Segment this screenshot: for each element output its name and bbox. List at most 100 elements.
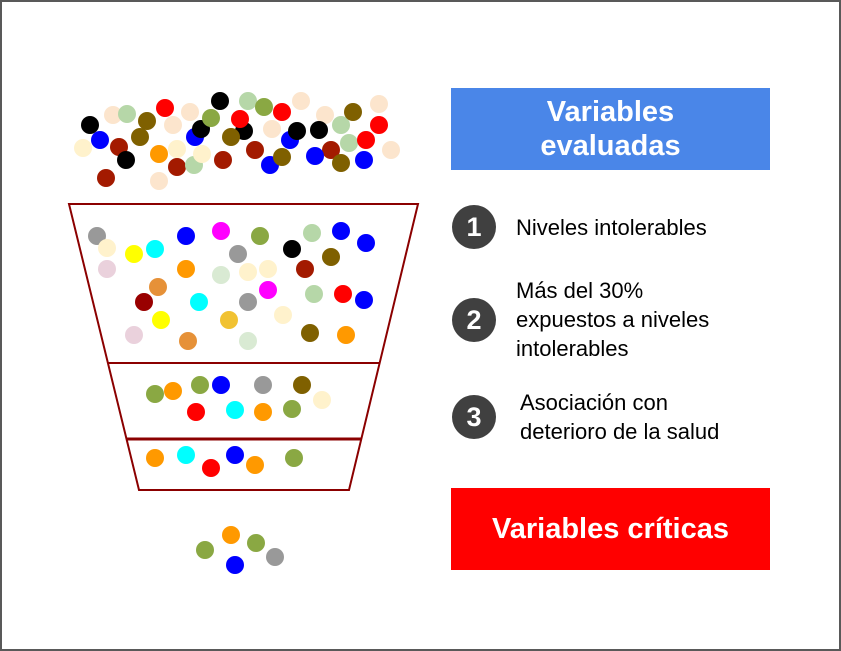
variable-dot <box>239 332 257 350</box>
variable-dot <box>88 227 106 245</box>
variable-dot <box>254 403 272 421</box>
variable-dot <box>212 266 230 284</box>
variable-dot <box>81 116 99 134</box>
variable-dot <box>357 234 375 252</box>
variable-dot <box>177 260 195 278</box>
variable-dot <box>181 103 199 121</box>
variable-dot <box>266 548 284 566</box>
variable-dot <box>332 222 350 240</box>
variable-dot <box>259 260 277 278</box>
variable-dot <box>251 227 269 245</box>
variable-dot <box>305 285 323 303</box>
variable-dot <box>118 105 136 123</box>
variable-dots <box>74 92 400 574</box>
variable-dot <box>98 239 116 257</box>
variable-dot <box>164 382 182 400</box>
variable-dot <box>303 224 321 242</box>
variable-dot <box>293 376 311 394</box>
funnel <box>67 203 420 491</box>
variable-dot <box>292 92 310 110</box>
variable-dot <box>254 376 272 394</box>
variable-dot <box>247 534 265 552</box>
variable-dot <box>231 110 249 128</box>
variable-dot <box>146 240 164 258</box>
variable-dot <box>214 151 232 169</box>
variable-dot <box>382 141 400 159</box>
criterion-2-number-badge: 2 <box>452 298 496 342</box>
variable-dot <box>226 401 244 419</box>
criterion-2-line3: intolerables <box>516 336 629 361</box>
variable-dot <box>104 106 122 124</box>
variable-dot <box>263 120 281 138</box>
variable-dot <box>97 169 115 187</box>
variable-dot <box>98 260 116 278</box>
variable-dot <box>355 151 373 169</box>
criterion-1-text: Niveles intolerables <box>516 215 707 240</box>
variable-dot <box>212 376 230 394</box>
variable-dot <box>226 556 244 574</box>
variable-dot <box>246 456 264 474</box>
variable-dot <box>164 116 182 134</box>
variable-dot <box>344 103 362 121</box>
variable-dot <box>135 293 153 311</box>
variable-dot <box>355 291 373 309</box>
critical-variables-box: Variables críticas <box>451 488 770 570</box>
variable-dot <box>274 306 292 324</box>
variable-dot <box>220 311 238 329</box>
funnel-outline <box>67 203 420 491</box>
variable-dot <box>322 248 340 266</box>
variable-dot <box>125 326 143 344</box>
variable-dot <box>138 112 156 130</box>
variable-dot <box>191 376 209 394</box>
variable-dot <box>285 449 303 467</box>
variable-dot <box>316 106 334 124</box>
criterion-2-line2: expuestos a niveles <box>516 307 710 332</box>
dots-top-pile <box>74 92 400 190</box>
evaluated-variables-line2: evaluadas <box>540 130 681 162</box>
variable-dot <box>202 459 220 477</box>
variable-dot <box>370 95 388 113</box>
evaluated-variables-box: Variables evaluadas <box>451 88 770 170</box>
variable-dot <box>283 240 301 258</box>
dots-funnel-top <box>88 222 375 350</box>
variable-dot <box>273 103 291 121</box>
variable-dot <box>306 147 324 165</box>
variable-dot <box>340 134 358 152</box>
variable-dot <box>117 151 135 169</box>
variable-dot <box>156 99 174 117</box>
variable-dot <box>332 116 350 134</box>
variable-dot <box>177 446 195 464</box>
criterion-3-text: Asociación con deterioro de la salud <box>520 388 719 446</box>
evaluated-variables-line1: Variables <box>546 96 675 128</box>
variable-dot <box>259 281 277 299</box>
variable-dot <box>222 526 240 544</box>
criterion-3-line1: Asociación con <box>520 390 668 415</box>
variable-dot <box>190 293 208 311</box>
variable-dot <box>179 332 197 350</box>
criterion-2-line1: Más del 30% <box>516 278 644 303</box>
variable-dot <box>168 158 186 176</box>
variable-dot <box>322 141 340 159</box>
variable-dot <box>239 263 257 281</box>
variable-dot <box>187 403 205 421</box>
variable-dot <box>239 293 257 311</box>
variable-dot <box>288 122 306 140</box>
variable-dot <box>212 222 230 240</box>
variable-dot <box>74 139 92 157</box>
variable-dot <box>239 92 257 110</box>
dots-funnel-bottom <box>146 446 303 477</box>
variable-dot <box>131 128 149 146</box>
variable-dot <box>255 98 273 116</box>
variable-dot <box>229 245 247 263</box>
dots-output <box>196 526 284 574</box>
dots-funnel-middle <box>146 376 331 421</box>
variable-dot <box>337 326 355 344</box>
variable-dot <box>334 285 352 303</box>
variable-dot <box>301 324 319 342</box>
variable-dot <box>196 541 214 559</box>
variable-dot <box>149 278 167 296</box>
variable-dot <box>211 92 229 110</box>
criterion-3-number-badge: 3 <box>452 395 496 439</box>
